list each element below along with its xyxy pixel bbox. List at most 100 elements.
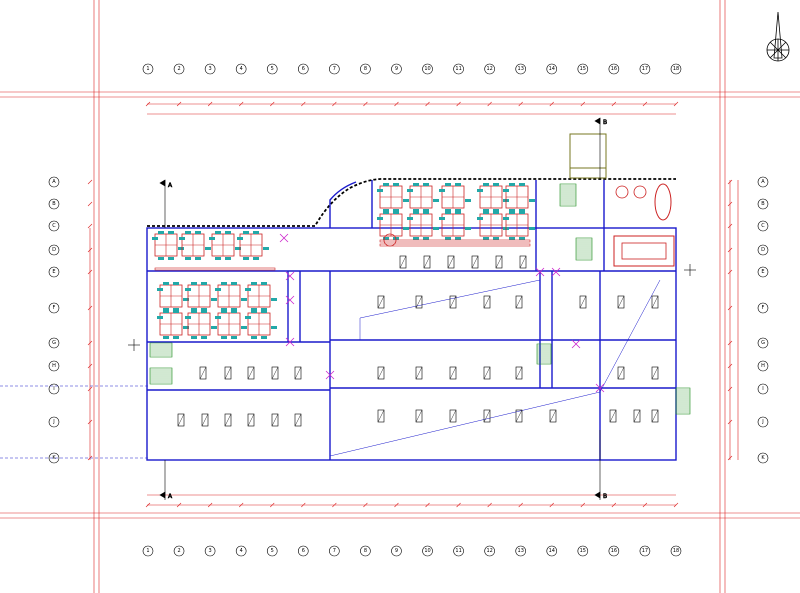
- svg-text:E: E: [52, 269, 55, 275]
- desk-cluster: [185, 282, 217, 311]
- grid-bubble-top-10: 10: [422, 63, 433, 75]
- svg-text:A: A: [52, 179, 56, 185]
- parking-stall: [247, 413, 255, 427]
- svg-text:9: 9: [395, 66, 398, 72]
- svg-text:G: G: [761, 340, 765, 346]
- parking-stall: [471, 255, 479, 269]
- section-mark-b-bottom: B: [603, 493, 607, 500]
- grid-bubble-right-B: B: [757, 198, 769, 210]
- parking-stall: [294, 413, 302, 427]
- grid-bubble-left-K: K: [48, 452, 60, 464]
- grid-bubble-bottom-1: 1: [142, 545, 154, 557]
- svg-text:12: 12: [486, 548, 492, 554]
- svg-text:D: D: [52, 247, 56, 253]
- parking-stall: [294, 366, 302, 380]
- grid-bubble-top-2: 2: [173, 63, 185, 75]
- grid-bubble-right-J: J: [757, 416, 769, 428]
- grid-bubble-left-E: E: [48, 266, 60, 278]
- grid-bubble-right-A: A: [757, 176, 769, 188]
- grid-bubble-bottom-9: 9: [391, 545, 402, 557]
- parking-stall: [415, 295, 423, 309]
- desk-cluster: [407, 183, 439, 212]
- svg-text:3: 3: [209, 66, 212, 72]
- parking-stall: [377, 295, 385, 309]
- parking-stall: [617, 295, 625, 309]
- svg-text:B: B: [761, 201, 765, 207]
- grid-bubble-top-9: 9: [391, 63, 402, 75]
- grid-bubble-left-I: I: [48, 383, 60, 395]
- parking-stalls: [177, 255, 659, 427]
- stair-steps: [150, 185, 690, 413]
- svg-text:17: 17: [642, 548, 648, 554]
- grid-bubble-top-18: 18: [670, 63, 682, 75]
- svg-text:C: C: [52, 223, 56, 229]
- svg-text:B: B: [52, 201, 56, 207]
- grid-bubble-top-12: 12: [484, 63, 495, 75]
- grid-bubble-right-E: E: [757, 266, 769, 278]
- svg-text:2: 2: [177, 66, 180, 72]
- desk-cluster: [237, 231, 269, 260]
- svg-text:17: 17: [642, 66, 648, 72]
- meeting-rooms: [383, 183, 675, 267]
- parking-stall: [609, 409, 617, 423]
- parking-stall: [515, 366, 523, 380]
- parking-stall: [423, 255, 431, 269]
- structural-column-markers: [279, 233, 605, 393]
- svg-text:I: I: [762, 386, 763, 392]
- desk-cluster: [215, 282, 247, 311]
- grid-bubble-right-F: F: [757, 302, 769, 314]
- svg-text:18: 18: [673, 548, 679, 554]
- grid-bubble-bottom-5: 5: [266, 545, 278, 557]
- parking-stall: [495, 255, 503, 269]
- svg-text:H: H: [52, 363, 56, 369]
- desk-cluster: [503, 183, 535, 212]
- dimension-lines: [89, 103, 739, 506]
- section-mark-a-bottom: A: [168, 493, 173, 500]
- grid-bubble-right-D: D: [757, 244, 769, 256]
- svg-text:K: K: [52, 455, 56, 461]
- grid-bubble-left-B: B: [48, 198, 60, 210]
- building-outline: [147, 178, 676, 227]
- grid-bubble-top-11: 11: [453, 63, 464, 75]
- desk-cluster: [209, 231, 241, 260]
- parking-stall: [415, 409, 423, 423]
- parking-stall: [377, 409, 385, 423]
- grid-bubble-bottom-15: 15: [577, 545, 589, 557]
- svg-text:G: G: [52, 340, 56, 346]
- desk-row: [379, 243, 531, 247]
- north-arrow-icon: [766, 11, 790, 62]
- parking-stall: [449, 295, 457, 309]
- parking-stall: [224, 366, 232, 380]
- parking-stall: [224, 413, 232, 427]
- desk-cluster: [185, 310, 217, 339]
- grid-bubble-top-15: 15: [577, 63, 589, 75]
- grid-bubble-bottom-18: 18: [670, 545, 682, 557]
- svg-text:5: 5: [271, 548, 274, 554]
- grid-bubble-top-3: 3: [204, 63, 216, 75]
- grid-bubble-bottom-12: 12: [484, 545, 495, 557]
- parking-stall: [399, 255, 407, 269]
- round-meeting-table: [383, 183, 672, 247]
- grid-bubble-bottom-3: 3: [204, 545, 216, 557]
- svg-text:6: 6: [302, 66, 305, 72]
- grid-bubble-top-13: 13: [515, 63, 527, 75]
- desk-cluster: [245, 310, 277, 339]
- grid-bubble-bottom-2: 2: [173, 545, 185, 557]
- parking-stall: [651, 295, 659, 309]
- parking-stall: [449, 366, 457, 380]
- grid-bubble-right-I: I: [757, 383, 769, 395]
- grid-bubble-top-5: 5: [266, 63, 278, 75]
- svg-text:13: 13: [518, 66, 524, 72]
- grid-bubble-bottom-14: 14: [546, 545, 558, 557]
- grid-bubble-top-7: 7: [329, 63, 340, 75]
- grid-bubble-bottom-17: 17: [639, 545, 651, 557]
- svg-text:4: 4: [240, 548, 243, 554]
- svg-text:4: 4: [240, 66, 243, 72]
- svg-text:12: 12: [486, 66, 492, 72]
- parking-stall: [549, 409, 557, 423]
- desk-row: [154, 267, 276, 271]
- svg-text:14: 14: [549, 66, 555, 72]
- parking-stall: [377, 366, 385, 380]
- svg-text:C: C: [761, 223, 765, 229]
